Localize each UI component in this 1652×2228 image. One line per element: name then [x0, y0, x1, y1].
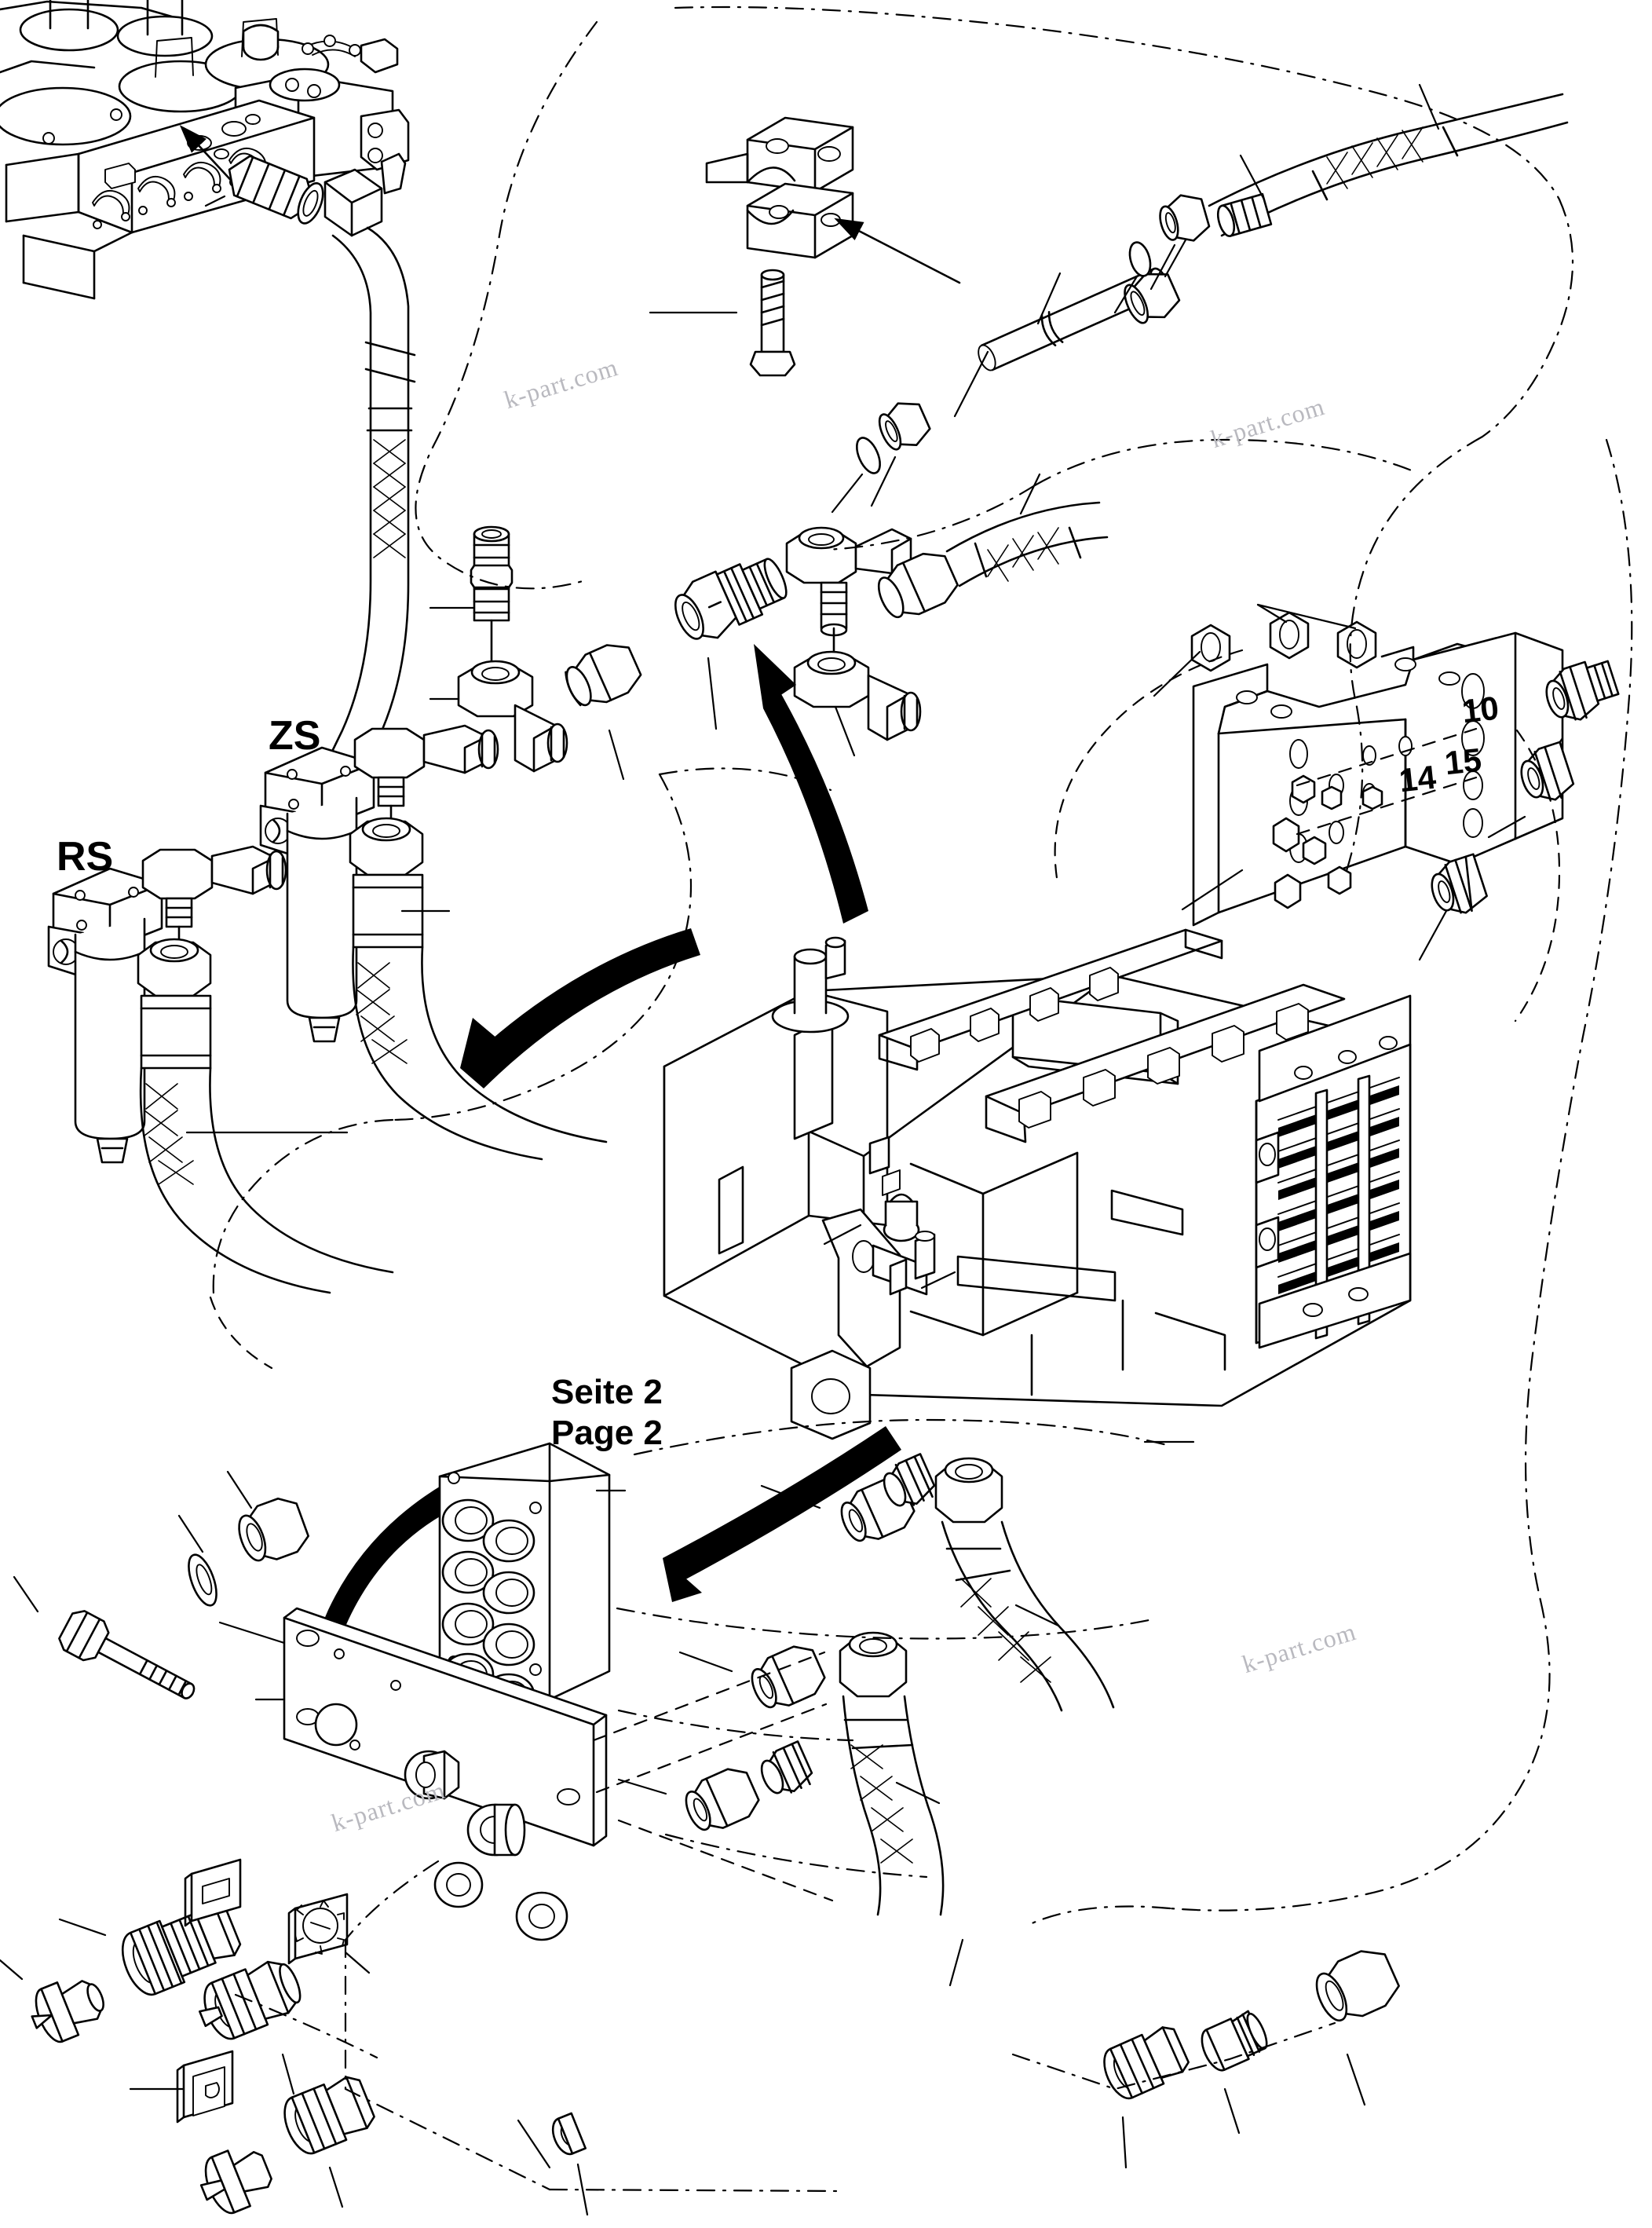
- bolt-washer-nut-group: [13, 1470, 309, 1699]
- filter-assembly-zs: [259, 724, 608, 1161]
- reference-routing-lines: [209, 5, 1633, 2193]
- clamp-and-tube-group: [649, 116, 1189, 514]
- label-zs: ZS: [269, 713, 321, 759]
- page-reference-line2: Page 2: [551, 1414, 663, 1452]
- machine-body: [663, 928, 1412, 1440]
- assembly-arrows: [295, 644, 901, 1745]
- manifold-and-plate: [218, 1442, 627, 1941]
- label-rs: RS: [57, 834, 114, 880]
- leader-lines: [517, 869, 1244, 2169]
- hose-assembly-upper-left: [204, 155, 416, 796]
- callout-number-14: 14: [1397, 758, 1438, 799]
- machine-control-panel-group: [0, 0, 410, 300]
- lower-right-hoses: [617, 1453, 1400, 2169]
- callout-number-10: 10: [1460, 689, 1501, 730]
- quick-disconnect-group: [0, 1858, 589, 2216]
- bulkhead-bracket: [1153, 603, 1620, 961]
- braided-hose-upper-right: [1113, 83, 1569, 314]
- callout-number-15: 15: [1442, 741, 1484, 782]
- page-reference-line1: Seite 2: [551, 1373, 663, 1411]
- mid-fittings-group: [429, 473, 1109, 781]
- filter-assembly-rs: [47, 845, 394, 1294]
